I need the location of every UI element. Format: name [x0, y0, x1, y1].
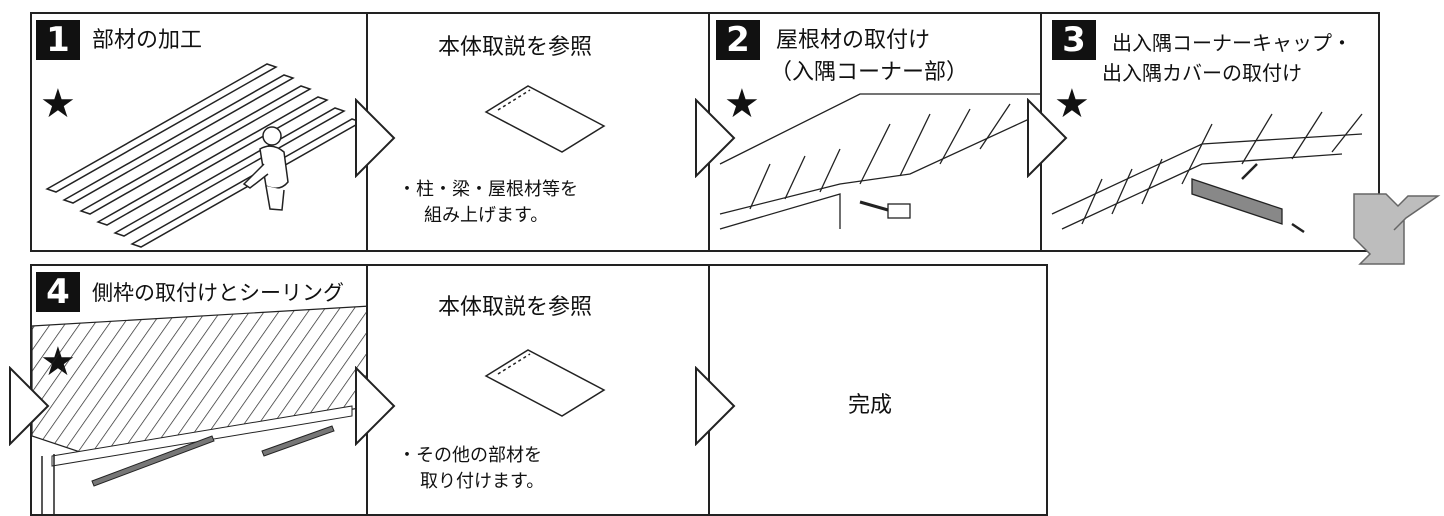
step-2-number: 2	[716, 20, 760, 60]
flow-arrow-icon	[9, 366, 50, 446]
reference-note-line1: ・その他の部材を	[398, 445, 542, 466]
step-reference-2-panel: 本体取説を参照 ・その他の部材を 取り付けます。	[366, 264, 710, 516]
reference-text: 本体取説を参照	[438, 295, 593, 320]
step-3-number: 3	[1052, 20, 1096, 60]
step-2-title-line1: 屋根材の取付け	[776, 28, 931, 53]
next-row-arrow-icon	[1353, 193, 1441, 265]
corner-cap-illustration	[1051, 111, 1363, 234]
step-4-title: 側枠の取付けとシーリング	[92, 281, 344, 305]
step-reference-1-panel: 本体取説を参照 ・柱・梁・屋根材等を 組み上げます。	[366, 12, 710, 252]
step-3-title-line1: 出入隅コーナーキャップ・	[1112, 31, 1352, 55]
step-4-panel: 4 側枠の取付けとシーリング ★	[30, 264, 368, 516]
star-icon: ★	[1054, 81, 1090, 127]
step-2-panel: 2 屋根材の取付け （入隅コーナー部） ★	[708, 12, 1042, 252]
star-icon: ★	[40, 81, 76, 127]
step-1-panel: 1 部材の加工 ★	[30, 12, 368, 252]
boards-illustration	[45, 63, 363, 248]
star-icon: ★	[724, 81, 760, 127]
worker-figure	[242, 126, 289, 211]
reference-note-line2: 取り付けます。	[420, 471, 545, 492]
side-frame-illustration	[32, 305, 366, 514]
flow-arrow-icon	[1027, 98, 1068, 178]
manual-icon	[484, 349, 606, 417]
step-3-title-line2: 出入隅カバーの取付け	[1102, 61, 1302, 85]
step-3-panel: 3 出入隅コーナーキャップ・ 出入隅カバーの取付け ★	[1040, 12, 1380, 252]
step-1-number: 1	[36, 20, 80, 60]
flow-arrow-icon	[355, 98, 396, 178]
reference-text: 本体取説を参照	[438, 35, 593, 60]
flow-arrow-icon	[695, 366, 736, 446]
final-panel: 完成	[708, 264, 1048, 516]
flow-arrow-icon	[695, 98, 736, 178]
reference-note-line1: ・柱・梁・屋根材等を	[398, 179, 578, 200]
step-1-title: 部材の加工	[92, 28, 203, 53]
step-4-number: 4	[36, 272, 80, 312]
manual-icon	[484, 85, 606, 153]
complete-text: 完成	[848, 393, 893, 418]
step-2-title-line2: （入隅コーナー部）	[770, 60, 969, 85]
reference-note-line2: 組み上げます。	[424, 205, 549, 226]
roof-corner-illustration	[719, 93, 1040, 230]
flow-arrow-icon	[355, 366, 396, 446]
